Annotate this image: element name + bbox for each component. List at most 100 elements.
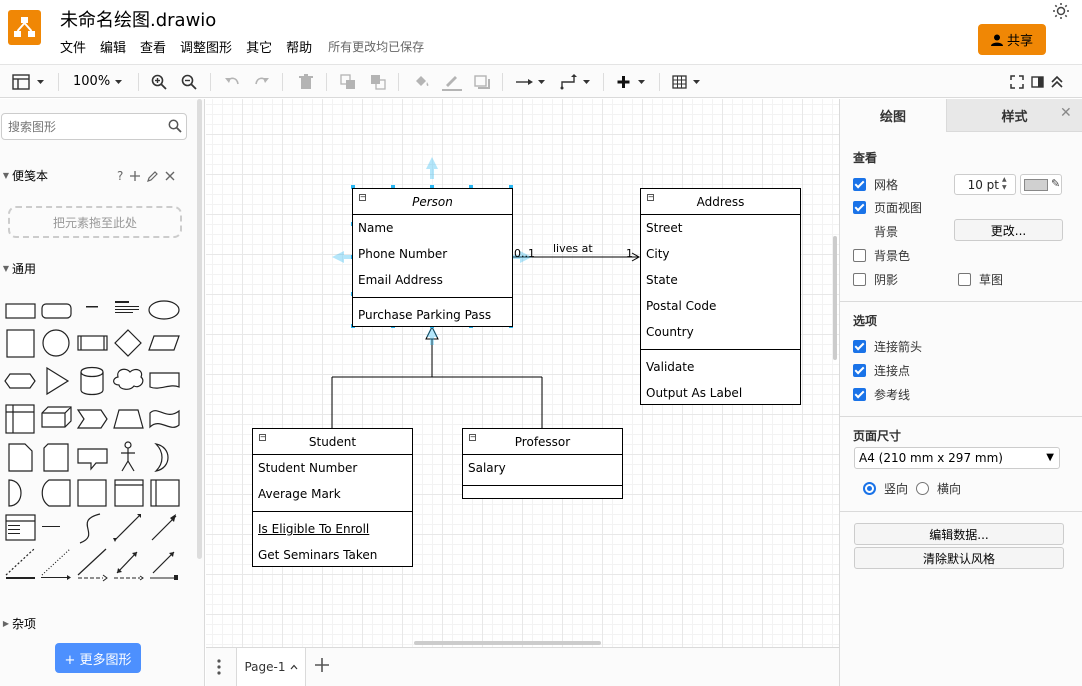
edit-data-button[interactable]: 编辑数据... [854, 523, 1064, 545]
menu-help[interactable]: 帮助 [286, 40, 313, 56]
sun-icon[interactable] [1052, 2, 1070, 20]
class-attribute[interactable]: Student Number [258, 461, 358, 475]
redo-button[interactable] [254, 65, 270, 98]
uml-class-person[interactable]: − Person Name Phone Number Email Address… [352, 188, 513, 327]
canvas-horizontal-scrollbar[interactable] [414, 641, 601, 645]
landscape-option[interactable]: 横向 [916, 480, 961, 496]
shadow-checkbox[interactable] [853, 272, 866, 286]
class-attribute[interactable]: State [646, 273, 678, 287]
background-color-checkbox[interactable] [853, 248, 866, 262]
fill-color-button[interactable] [413, 65, 431, 98]
clear-default-style-button[interactable]: 清除默认风格 [854, 547, 1064, 569]
grid-color-picker[interactable]: ✎ [1020, 174, 1062, 195]
source-multiplicity-label[interactable]: 0..1 [514, 247, 535, 260]
connection-arrows-checkbox[interactable] [853, 339, 866, 353]
line-color-button[interactable] [442, 65, 462, 98]
class-method[interactable]: Purchase Parking Pass [358, 308, 492, 322]
menu-view[interactable]: 查看 [140, 40, 167, 56]
general-shapes-header[interactable]: ▼ 通用 [0, 256, 195, 280]
close-icon[interactable] [165, 171, 175, 181]
page-view-checkbox[interactable] [853, 200, 866, 214]
shape-search-input[interactable] [8, 118, 158, 136]
search-icon[interactable] [168, 119, 182, 133]
to-back-button[interactable] [370, 65, 386, 98]
insert-dropdown[interactable] [616, 65, 648, 98]
class-method[interactable]: Output As Label [646, 386, 743, 400]
class-method[interactable]: Validate [646, 360, 695, 374]
tab-style[interactable]: 样式 [946, 99, 1082, 132]
connection-points-option[interactable]: 连接点 [853, 362, 910, 378]
class-method[interactable]: Is Eligible To Enroll [258, 522, 370, 536]
class-method[interactable]: Get Seminars Taken [258, 548, 378, 562]
shadow-button[interactable] [474, 65, 490, 98]
target-multiplicity-label[interactable]: 1 [626, 247, 633, 260]
zoom-in-button[interactable] [151, 65, 167, 98]
vertical-dots-icon[interactable] [216, 658, 222, 676]
chevron-up-icon[interactable] [290, 664, 298, 670]
sketch-option[interactable]: 草图 [958, 271, 1003, 287]
menu-arrange[interactable]: 调整图形 [180, 40, 233, 56]
scratchpad-drop-zone[interactable]: 把元素拖至此处 [8, 206, 182, 238]
class-attribute[interactable]: Country [646, 325, 694, 339]
grid-color-swatch[interactable] [1024, 179, 1048, 191]
portrait-radio[interactable] [863, 481, 876, 495]
collapse-toolbar-button[interactable] [1050, 65, 1064, 98]
class-attribute[interactable]: City [646, 247, 670, 261]
waypoints-dropdown[interactable] [560, 65, 592, 98]
menu-extras[interactable]: 其它 [246, 40, 273, 56]
connection-points-checkbox[interactable] [853, 363, 866, 377]
fullscreen-button[interactable] [1010, 65, 1024, 98]
zoom-dropdown[interactable]: 100% [73, 65, 124, 98]
misc-shapes-header[interactable]: ▶ 杂项 [0, 611, 195, 635]
format-panel-toggle[interactable] [12, 65, 46, 98]
background-color-option[interactable]: 背景色 [853, 247, 910, 263]
close-icon[interactable]: ✕ [1060, 105, 1072, 121]
class-attribute[interactable]: Average Mark [258, 487, 341, 501]
class-attribute[interactable]: Salary [468, 461, 506, 475]
grid-size-input[interactable]: 10 pt [954, 174, 1016, 195]
delete-button[interactable] [298, 65, 314, 98]
page-size-select[interactable]: A4 (210 mm x 297 mm) ▼ [854, 447, 1060, 469]
class-attribute[interactable]: Name [358, 221, 394, 235]
undo-button[interactable] [224, 65, 240, 98]
grid-option[interactable]: 网格 [853, 176, 898, 192]
guides-checkbox[interactable] [853, 387, 866, 401]
uml-class-professor[interactable]: − Professor Salary [462, 428, 623, 499]
grid-size-stepper[interactable]: ▲▼ [1002, 176, 1007, 191]
class-attribute[interactable]: Postal Code [646, 299, 717, 313]
to-front-button[interactable] [340, 65, 356, 98]
more-shapes-button[interactable]: + 更多图形 [55, 643, 141, 673]
grid-checkbox[interactable] [853, 177, 866, 191]
document-title[interactable]: 未命名绘图.drawio [60, 10, 217, 31]
general-shapes-palette[interactable] [0, 295, 195, 595]
menu-file[interactable]: 文件 [60, 40, 87, 56]
edit-pencil-icon[interactable] [147, 170, 159, 182]
table-dropdown[interactable] [672, 65, 704, 98]
toggle-panel-button[interactable] [1031, 65, 1045, 98]
collapse-toggle-icon[interactable]: − [647, 193, 654, 201]
add-page-icon[interactable] [314, 657, 330, 673]
portrait-option[interactable]: 竖向 [863, 480, 908, 496]
collapse-toggle-icon[interactable]: − [359, 193, 366, 201]
pencil-icon[interactable]: ✎ [1051, 177, 1061, 190]
drawio-logo[interactable] [8, 10, 41, 45]
collapse-toggle-icon[interactable]: − [469, 433, 476, 441]
class-attribute[interactable]: Phone Number [358, 247, 448, 261]
class-attribute[interactable]: Email Address [358, 273, 443, 287]
scratchpad-help-button[interactable]: ? [117, 169, 124, 183]
sidebar-scrollbar[interactable] [197, 99, 202, 559]
sketch-checkbox[interactable] [958, 272, 971, 286]
uml-class-address[interactable]: − Address Street City State Postal Code … [640, 188, 801, 405]
page-tab[interactable]: Page-1 [236, 648, 306, 686]
collapse-toggle-icon[interactable]: − [259, 433, 266, 441]
guides-option[interactable]: 参考线 [853, 386, 910, 402]
page-view-option[interactable]: 页面视图 [853, 199, 922, 215]
landscape-radio[interactable] [916, 481, 929, 495]
canvas-vertical-scrollbar[interactable] [833, 236, 837, 360]
plus-icon[interactable] [130, 171, 141, 181]
share-button[interactable]: 共享 [978, 24, 1046, 55]
scratchpad-header[interactable]: ▼ 便笺本 [0, 163, 195, 187]
association-label[interactable]: lives at [553, 242, 593, 255]
class-attribute[interactable]: Street [646, 221, 683, 235]
shadow-option[interactable]: 阴影 [853, 271, 898, 287]
